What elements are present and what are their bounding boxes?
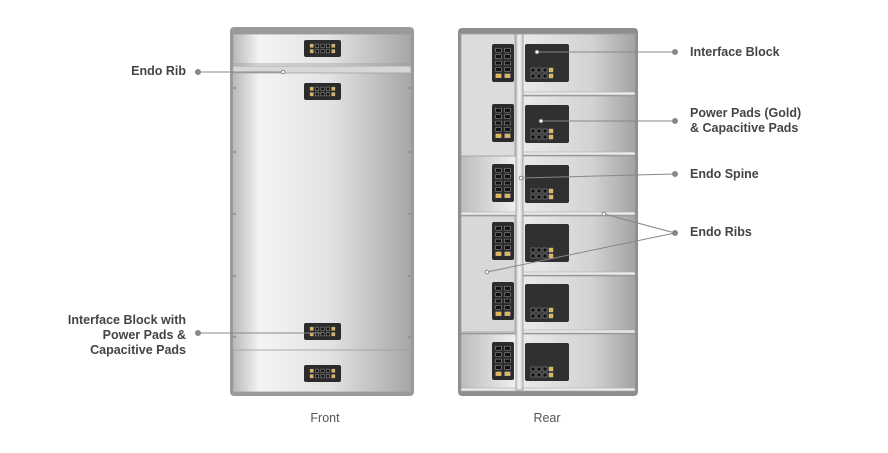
rear-chip-3 (525, 165, 569, 203)
front-chip-top (304, 40, 341, 57)
rear-vchip-4 (492, 222, 514, 260)
rear-chip-6 (525, 343, 569, 381)
front-endo-rib (232, 65, 412, 74)
rear-interface-blocks (492, 44, 569, 381)
label-interface-block-front: Interface Block with Power Pads & Capaci… (67, 313, 186, 357)
leader-endo-ribs-b (486, 232, 676, 273)
front-chip-3 (304, 323, 341, 340)
leader-dot-interface-front (195, 330, 201, 336)
label-endo-spine: Endo Spine (690, 167, 759, 181)
rear-chip-2 (525, 105, 569, 143)
rear-modules (460, 33, 636, 392)
leader-dot-power-pads (672, 118, 678, 124)
leader-dot-endo-ribs (672, 230, 678, 236)
leader-endo-spine (520, 173, 676, 179)
rear-vchip-5 (492, 282, 514, 320)
rear-chip-5 (525, 284, 569, 322)
rear-vchip-3 (492, 164, 514, 202)
leader-endo-ribs-a (603, 213, 676, 234)
leader-dot-endo-spine (672, 171, 678, 177)
rear-endo-spine (515, 33, 524, 391)
rear-chip-1 (525, 44, 569, 82)
front-chip-2 (304, 83, 341, 100)
rear-chip-4 (525, 224, 569, 262)
label-power-pads: Power Pads (Gold) & Capacitive Pads (690, 106, 802, 135)
leader-dot-interface-block (672, 49, 678, 55)
caption-rear: Rear (533, 411, 561, 425)
label-endo-ribs: Endo Ribs (690, 225, 752, 239)
label-endo-rib: Endo Rib (131, 64, 186, 78)
label-interface-block: Interface Block (690, 45, 780, 59)
front-chip-bottom (304, 365, 341, 382)
leader-lines (195, 49, 678, 336)
leader-dot-endo-rib (195, 69, 201, 75)
rear-device (458, 28, 638, 396)
rear-vchip-2 (492, 104, 514, 142)
caption-front: Front (310, 411, 340, 425)
front-interface-blocks (304, 40, 341, 382)
front-device (230, 27, 414, 396)
rear-vchip-1 (492, 44, 514, 82)
rear-vchip-6 (492, 342, 514, 380)
